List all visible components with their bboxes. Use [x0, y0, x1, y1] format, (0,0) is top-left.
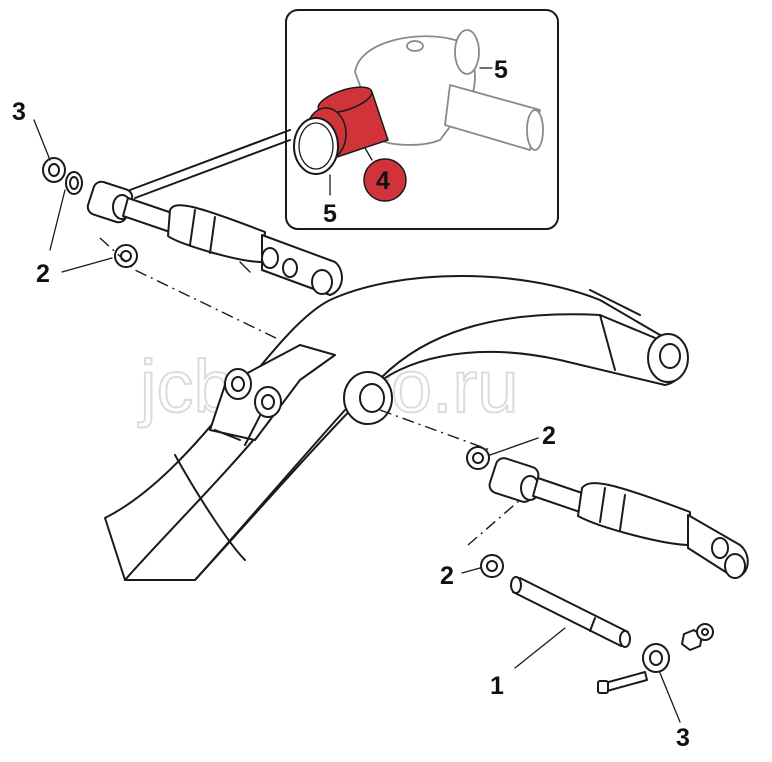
callout-2-right: 2 [542, 422, 556, 450]
upper-cylinder [86, 180, 343, 296]
callout-3-upper: 3 [12, 98, 26, 126]
boom-arm [104, 275, 689, 581]
bolt [604, 671, 648, 692]
callout-3-bottom: 3 [676, 724, 690, 752]
lower-cylinder [488, 457, 749, 579]
inset-detail [129, 9, 559, 230]
callout-5-inset-bottom: 5 [323, 200, 337, 228]
callout-2-upper: 2 [36, 260, 50, 288]
callout-4-badge [363, 158, 407, 202]
callout-5-inset-top: 5 [494, 56, 508, 84]
pin [510, 576, 631, 648]
callout-2-lower: 2 [440, 562, 454, 590]
callout-4: 4 [376, 167, 390, 195]
seal-ring [293, 117, 339, 175]
callout-1: 1 [490, 672, 504, 700]
